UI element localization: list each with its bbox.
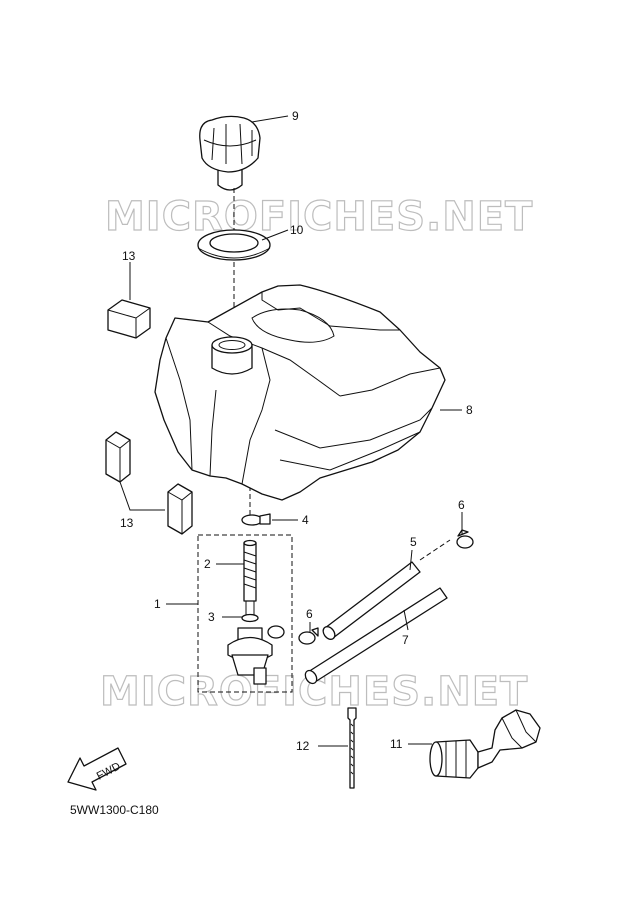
fuel-hose-part-5 bbox=[322, 539, 451, 640]
callout-13b: 13 bbox=[120, 516, 134, 530]
forward-direction-arrow: FWD bbox=[67, 747, 127, 791]
fuel-cap-part-9 bbox=[199, 115, 261, 191]
hose-clip-part-4 bbox=[241, 513, 271, 526]
hose-holder-part-11 bbox=[429, 709, 541, 779]
callout-12: 12 bbox=[296, 739, 310, 753]
hose-clamp-part-6-lower bbox=[298, 627, 319, 645]
callout-9: 9 bbox=[292, 109, 299, 123]
callout-13a: 13 bbox=[122, 249, 136, 263]
callout-11: 11 bbox=[390, 737, 403, 751]
callout-8: 8 bbox=[466, 403, 473, 417]
callout-2: 2 bbox=[204, 557, 211, 571]
fuel-cock-body bbox=[227, 625, 285, 685]
fuel-tank-part-8 bbox=[154, 284, 446, 501]
callout-5: 5 bbox=[410, 535, 417, 549]
tank-damper-part-13-left bbox=[105, 431, 131, 483]
callout-6a: 6 bbox=[458, 498, 465, 512]
fuel-cock-assembly-box bbox=[197, 534, 293, 693]
fuel-strainer-part-2 bbox=[243, 539, 257, 615]
callout-7: 7 bbox=[402, 633, 409, 647]
o-ring-part-3 bbox=[241, 613, 259, 623]
diagram-code: 5WW1300-C180 bbox=[70, 803, 159, 817]
tank-damper-part-13-right bbox=[167, 483, 193, 535]
watermark-top: MICROFICHES.NET bbox=[105, 194, 533, 240]
cap-gasket-part-10 bbox=[197, 229, 271, 261]
callout-3: 3 bbox=[208, 610, 215, 624]
leader-lines bbox=[119, 115, 463, 747]
callout-6b: 6 bbox=[306, 607, 313, 621]
callout-4: 4 bbox=[302, 513, 309, 527]
callout-10: 10 bbox=[290, 223, 304, 237]
tank-damper-part-13-top bbox=[107, 299, 151, 339]
cable-tie-part-12 bbox=[347, 707, 357, 789]
hose-clamp-part-6-upper bbox=[456, 529, 474, 549]
callout-1: 1 bbox=[154, 597, 161, 611]
fuel-hose-part-7 bbox=[304, 587, 448, 685]
